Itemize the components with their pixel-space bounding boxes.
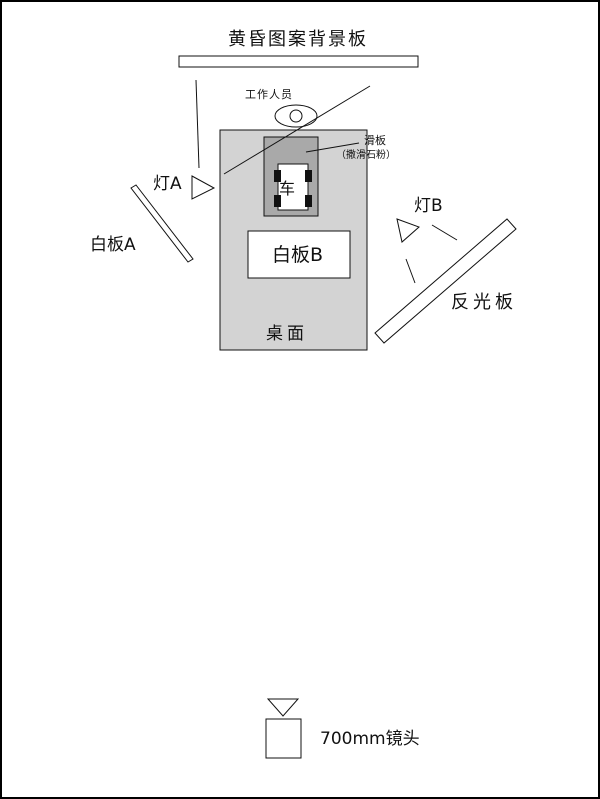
car-wheel <box>274 195 281 207</box>
lens-triangle <box>266 698 300 717</box>
desk-label: 桌面 <box>266 324 308 344</box>
reflector-label: 反光板 <box>451 292 517 313</box>
white-board-b <box>247 230 351 279</box>
car-wheel <box>305 170 312 182</box>
backdrop-label: 黄昏图案背景板 <box>228 29 368 50</box>
lens-label: 700mm镜头 <box>320 729 420 749</box>
lamp-b-ray <box>405 258 416 284</box>
car <box>274 163 312 211</box>
white-board-a-label: 白板A <box>90 235 136 255</box>
sight-line <box>223 85 371 175</box>
staff-pupil <box>289 109 303 123</box>
car-wheel <box>274 170 281 182</box>
lamp-b <box>396 218 420 243</box>
staff-label: 工作人员 <box>245 88 293 101</box>
slide-board-pointer <box>305 142 360 153</box>
lamp-b-label: 灯B <box>414 196 443 216</box>
slide-board-note: （撒滑石粉） <box>336 150 396 161</box>
white-board-a <box>130 184 194 263</box>
lamp-a-ray <box>195 79 200 169</box>
camera-body <box>265 718 302 759</box>
car-label: 车 <box>279 179 296 198</box>
lamp-b-ray <box>431 224 458 241</box>
staff-member <box>274 104 318 128</box>
white-board-b-label: 白板B <box>272 244 324 266</box>
lamp-a-label: 灯A <box>153 174 182 194</box>
slide-board-label: 滑板 <box>364 134 386 147</box>
backdrop-board <box>178 55 419 68</box>
car-wheel <box>305 195 312 207</box>
reflector-board <box>374 218 517 344</box>
lamp-a <box>191 175 216 200</box>
camera-lens <box>265 698 302 759</box>
car-body <box>277 163 309 211</box>
